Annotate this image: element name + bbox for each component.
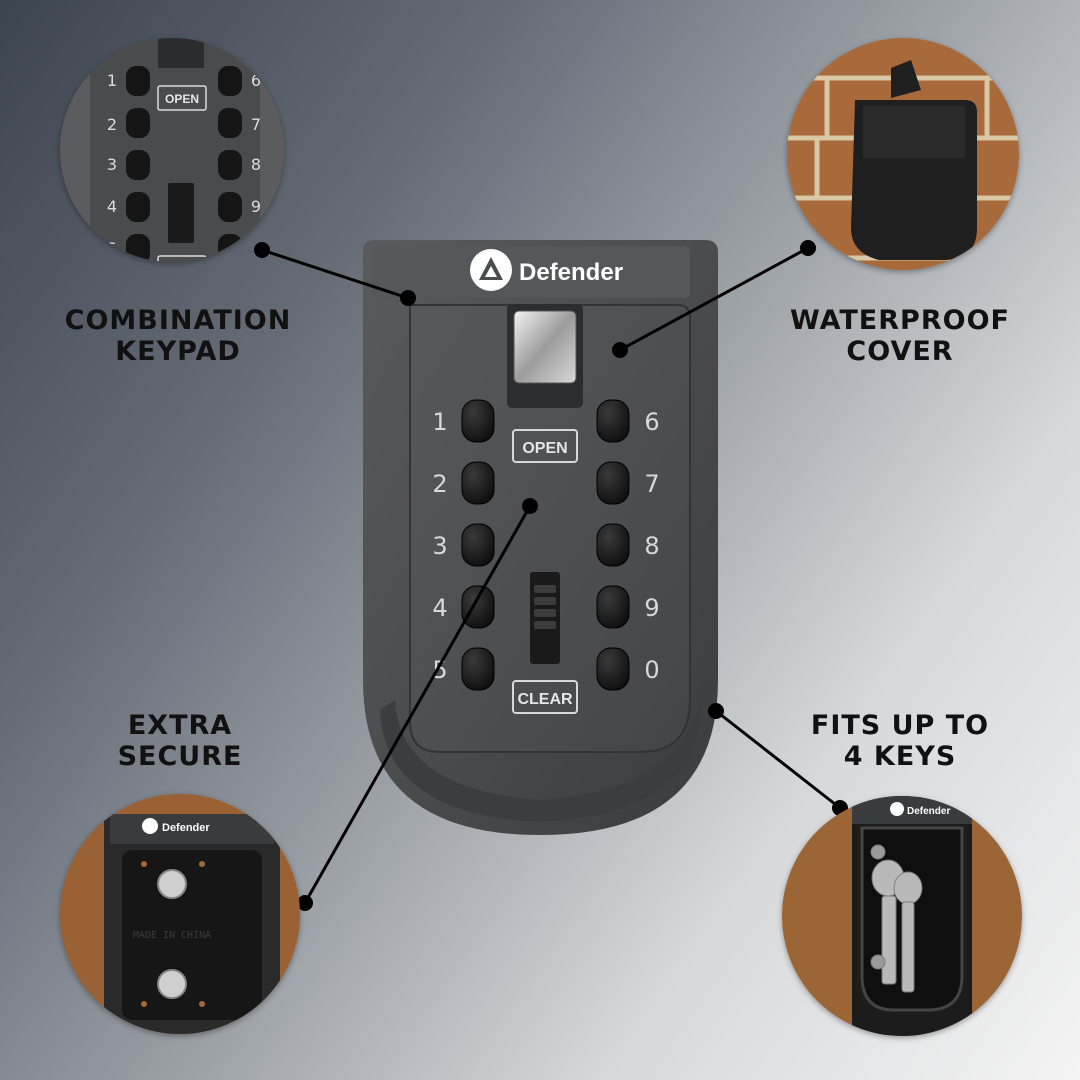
- brand-name: Defender: [519, 259, 623, 286]
- label-combination-line2: KEYPAD: [115, 336, 241, 367]
- closeup-number-9: 9: [251, 197, 261, 216]
- closeup-open-label: OPEN: [165, 92, 199, 106]
- callout-dot-cover: [800, 240, 816, 256]
- callout-dot-keypad: [254, 242, 270, 258]
- keypad-button-5[interactable]: [461, 647, 495, 691]
- clear-label: CLEAR: [517, 691, 573, 708]
- closeup-number-7: 7: [251, 115, 261, 134]
- keypad-number-1: 1: [432, 408, 447, 436]
- label-secure-line2: SECURE: [117, 741, 243, 772]
- slider-track: [530, 572, 560, 664]
- keypad-number-5: 5: [432, 656, 447, 684]
- open-button[interactable]: [512, 429, 578, 463]
- closeup-number-8: 8: [251, 155, 261, 174]
- keypad-number-9: 9: [644, 594, 659, 622]
- keypad-number-4: 4: [432, 594, 447, 622]
- label-extra-secure: EXTRA SECURE: [60, 710, 300, 772]
- keypad-closeup-circle: 1 2 3 4 5 6 7 8 9 0 OPEN CLEAR: [60, 38, 284, 262]
- back-plate-closeup-circle: Defender MADE IN CHINA: [60, 794, 300, 1034]
- closeup-number-3: 3: [107, 155, 117, 174]
- keys-circle-brand: Defender: [907, 806, 950, 817]
- label-waterproof-cover: WATERPROOF COVER: [772, 305, 1028, 367]
- keypad-button-1[interactable]: [461, 399, 495, 443]
- label-keys-line2: 4 KEYS: [843, 741, 957, 772]
- keypad-button-0[interactable]: [596, 647, 630, 691]
- brand-band: [372, 246, 690, 298]
- clear-button[interactable]: [512, 680, 578, 714]
- open-label: OPEN: [522, 440, 567, 457]
- keypad-number-2: 2: [432, 470, 447, 498]
- keypad-number-3: 3: [432, 532, 447, 560]
- callout-lines: [261, 246, 841, 904]
- cover-closeup-circle: [787, 38, 1019, 270]
- keypad-button-7[interactable]: [596, 461, 630, 505]
- closeup-number-2: 2: [107, 115, 117, 134]
- keypad-button-4[interactable]: [461, 585, 495, 629]
- label-secure-line1: EXTRA: [127, 710, 233, 741]
- keypad-number-6: 6: [644, 408, 659, 436]
- release-button[interactable]: [513, 310, 577, 384]
- keypad-number-8: 8: [644, 532, 659, 560]
- keypad-number-0: 0: [644, 656, 659, 684]
- keys-closeup-circle: Defender: [782, 796, 1022, 1036]
- callout-dot-keys: [708, 703, 724, 719]
- label-fits-keys: FITS UP TO 4 KEYS: [780, 710, 1020, 772]
- keypad-button-9[interactable]: [596, 585, 630, 629]
- label-waterproof-line1: WATERPROOF: [790, 305, 1010, 336]
- closeup-number-1: 1: [107, 71, 117, 90]
- back-plate-brand: Defender: [162, 822, 210, 834]
- keypad-number-7: 7: [644, 470, 659, 498]
- keypad-button-3[interactable]: [461, 523, 495, 567]
- label-combination-line1: COMBINATION: [64, 305, 292, 336]
- keypad-button-6[interactable]: [596, 399, 630, 443]
- keypad-button-8[interactable]: [596, 523, 630, 567]
- label-combination-keypad: COMBINATION KEYPAD: [50, 305, 306, 367]
- slider-handle[interactable]: [534, 585, 556, 629]
- keypad-button-2[interactable]: [461, 461, 495, 505]
- closeup-number-4: 4: [107, 197, 117, 216]
- label-keys-line1: FITS UP TO: [810, 710, 990, 741]
- closeup-number-6: 6: [251, 71, 261, 90]
- callout-dot-secure: [522, 498, 538, 514]
- label-waterproof-line2: COVER: [846, 336, 954, 367]
- back-plate-marking: MADE IN CHINA: [133, 930, 211, 941]
